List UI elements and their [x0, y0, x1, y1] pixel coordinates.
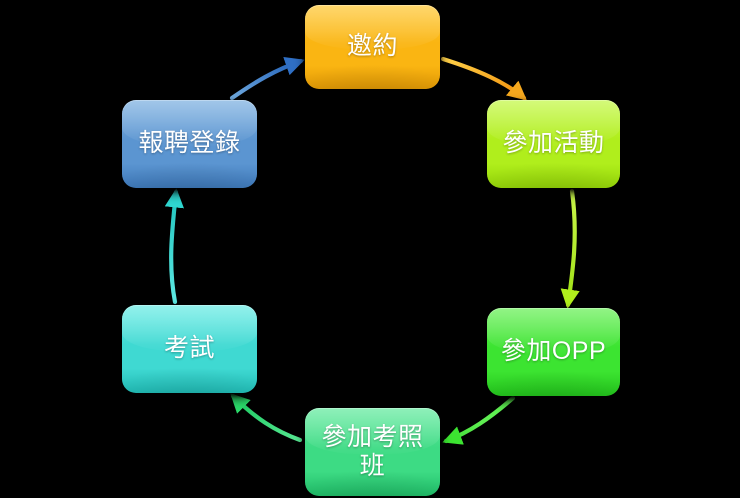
- cycle-node-label: 參加OPP: [500, 337, 607, 366]
- arrow-bottom-to-lowleft: [230, 393, 303, 443]
- cycle-node-label: 考試: [163, 334, 215, 363]
- arrow-lowright-to-bottom: [442, 395, 516, 445]
- cycle-node-label: 參加活動: [502, 129, 605, 158]
- arrow-upright-to-lowright: [560, 188, 580, 309]
- cycle-node-invitation[interactable]: 邀約: [305, 5, 440, 89]
- cycle-node-join-activity[interactable]: 參加活動: [487, 100, 620, 188]
- cycle-node-join-license-class[interactable]: 參加考照班: [305, 408, 440, 496]
- arrow-upleft-to-top: [229, 56, 305, 101]
- cycle-node-label: 參加考照班: [321, 422, 424, 481]
- cycle-node-registration[interactable]: 報聘登錄: [122, 100, 257, 188]
- cycle-node-join-opp[interactable]: 參加OPP: [487, 308, 620, 396]
- cycle-node-label: 報聘登錄: [138, 129, 241, 158]
- cycle-node-exam[interactable]: 考試: [122, 305, 257, 393]
- cycle-node-label: 邀約: [346, 32, 398, 61]
- arrow-lowleft-to-upleft: [164, 188, 184, 305]
- arrow-top-to-upright: [440, 56, 527, 101]
